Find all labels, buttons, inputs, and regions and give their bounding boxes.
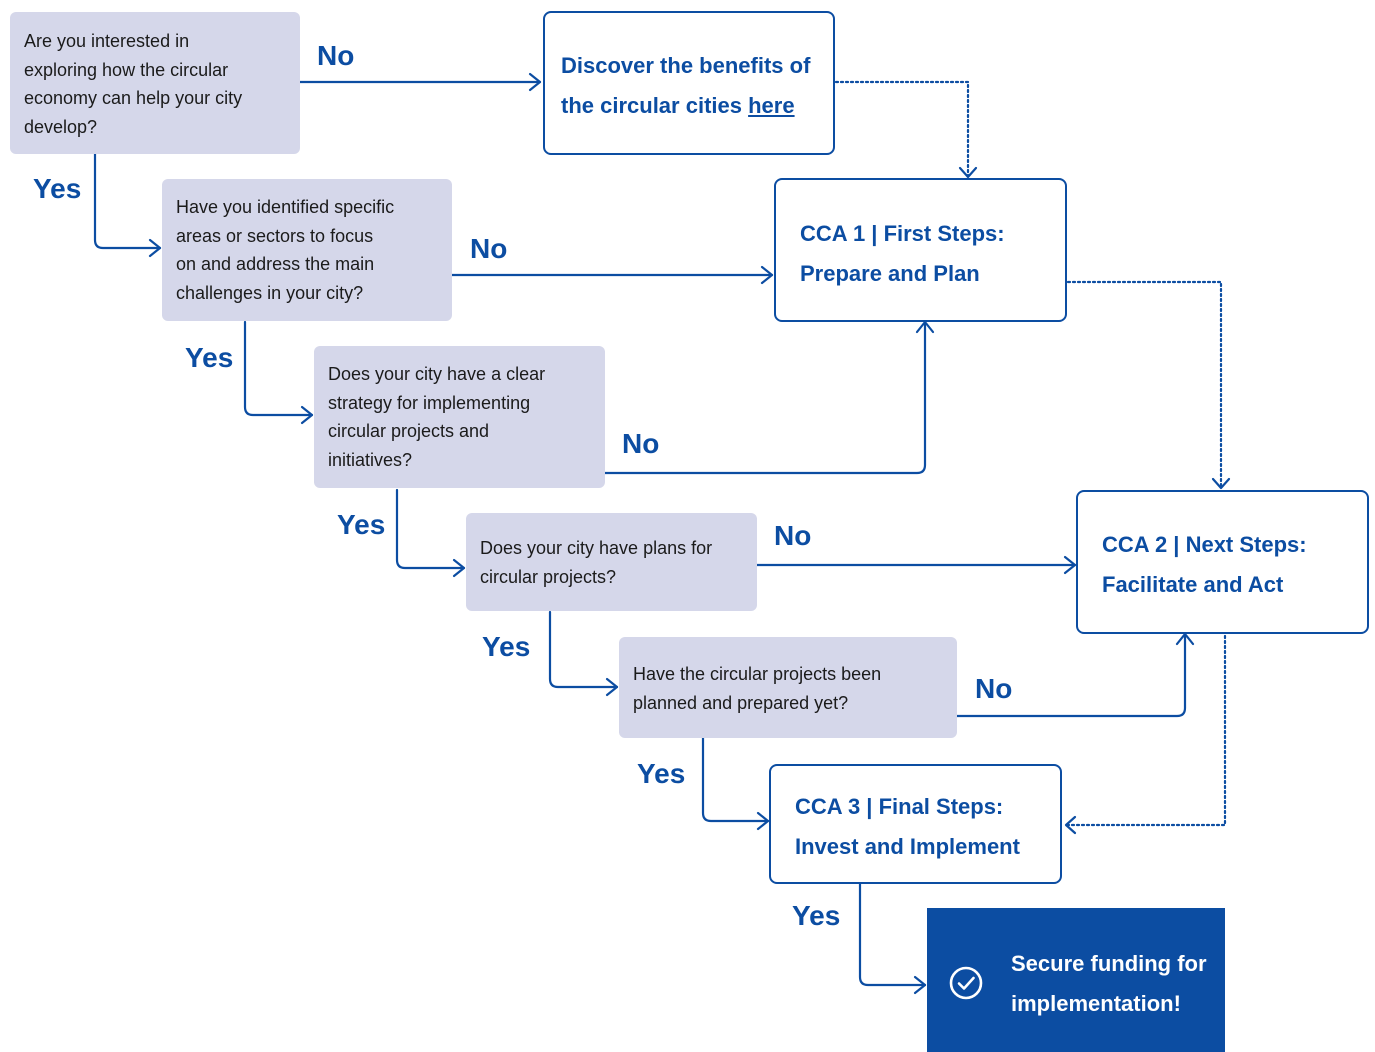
cca1-box: CCA 1 | First Steps: Prepare and Plan (774, 178, 1067, 322)
cca2-box: CCA 2 | Next Steps: Facilitate and Act (1076, 490, 1369, 634)
question-box-3: Does your city have a clear strategy for… (314, 346, 605, 488)
discover-line-1: Discover the benefits of (561, 53, 811, 78)
final-line-1: Secure funding for (1011, 951, 1207, 976)
arrowhead (148, 238, 162, 258)
cca1-subtitle: Prepare and Plan (800, 261, 980, 286)
question-box-5: Have the circular projects been planned … (619, 637, 957, 738)
check-circle-icon (949, 966, 983, 1000)
arrowhead (300, 405, 314, 425)
arrowhead (756, 811, 770, 831)
discover-here-link[interactable]: here (748, 93, 795, 118)
label-yes-1: Yes (33, 173, 82, 204)
connector-q1-yes (93, 152, 162, 250)
discover-benefits-box: Discover the benefits of the circular ci… (543, 11, 835, 155)
label-yes-5: Yes (637, 758, 686, 789)
question-box-1: Are you interested in exploring how the … (10, 12, 300, 154)
cca3-box: CCA 3 | Final Steps: Invest and Implemen… (769, 764, 1062, 884)
arrowhead (1211, 477, 1231, 490)
label-no-4: No (774, 520, 812, 551)
label-no-5: No (975, 673, 1013, 704)
cca2-subtitle: Facilitate and Act (1102, 572, 1284, 597)
label-yes-2: Yes (185, 342, 234, 373)
arrowhead (452, 558, 466, 578)
connector-q4-yes (548, 610, 619, 689)
label-yes-6: Yes (792, 900, 841, 931)
connector-cca3-yes (858, 882, 927, 987)
label-no-1: No (317, 40, 355, 71)
label-yes-3: Yes (337, 509, 386, 540)
cca3-title: CCA 3 | Final Steps: (795, 794, 1004, 819)
cca3-subtitle: Invest and Implement (795, 834, 1020, 859)
secure-funding-box: Secure funding for implementation! (927, 908, 1225, 1052)
dotted-connector-cca1-cca2 (1066, 280, 1223, 490)
connector-q5-yes (701, 736, 770, 823)
dotted-connector-discover-cca1 (834, 80, 970, 178)
connector-q2-yes (243, 320, 314, 417)
arrowhead (605, 677, 619, 697)
label-yes-4: Yes (482, 631, 531, 662)
question-box-4: Does your city have plans for circular p… (466, 513, 757, 611)
question-box-2: Have you identified specific areas or se… (162, 179, 452, 321)
arrowhead (1063, 555, 1077, 575)
cca1-title: CCA 1 | First Steps: (800, 221, 1005, 246)
connector-q3-no (603, 320, 927, 475)
cca2-title: CCA 2 | Next Steps: (1102, 532, 1307, 557)
arrowhead (1064, 815, 1077, 835)
arrowhead (528, 72, 542, 92)
arrowhead (913, 975, 927, 995)
arrowhead (958, 166, 978, 179)
connector-q3-yes (395, 488, 466, 570)
label-no-3: No (622, 428, 660, 459)
dotted-connector-cca2-cca3 (1064, 634, 1227, 827)
arrowhead (915, 320, 935, 334)
arrowhead (1175, 632, 1195, 646)
connector-q5-no (954, 632, 1187, 718)
final-line-2: implementation! (1011, 991, 1181, 1016)
label-no-2: No (470, 233, 508, 264)
discover-line-2: the circular cities (561, 93, 749, 118)
arrowhead (760, 265, 774, 285)
